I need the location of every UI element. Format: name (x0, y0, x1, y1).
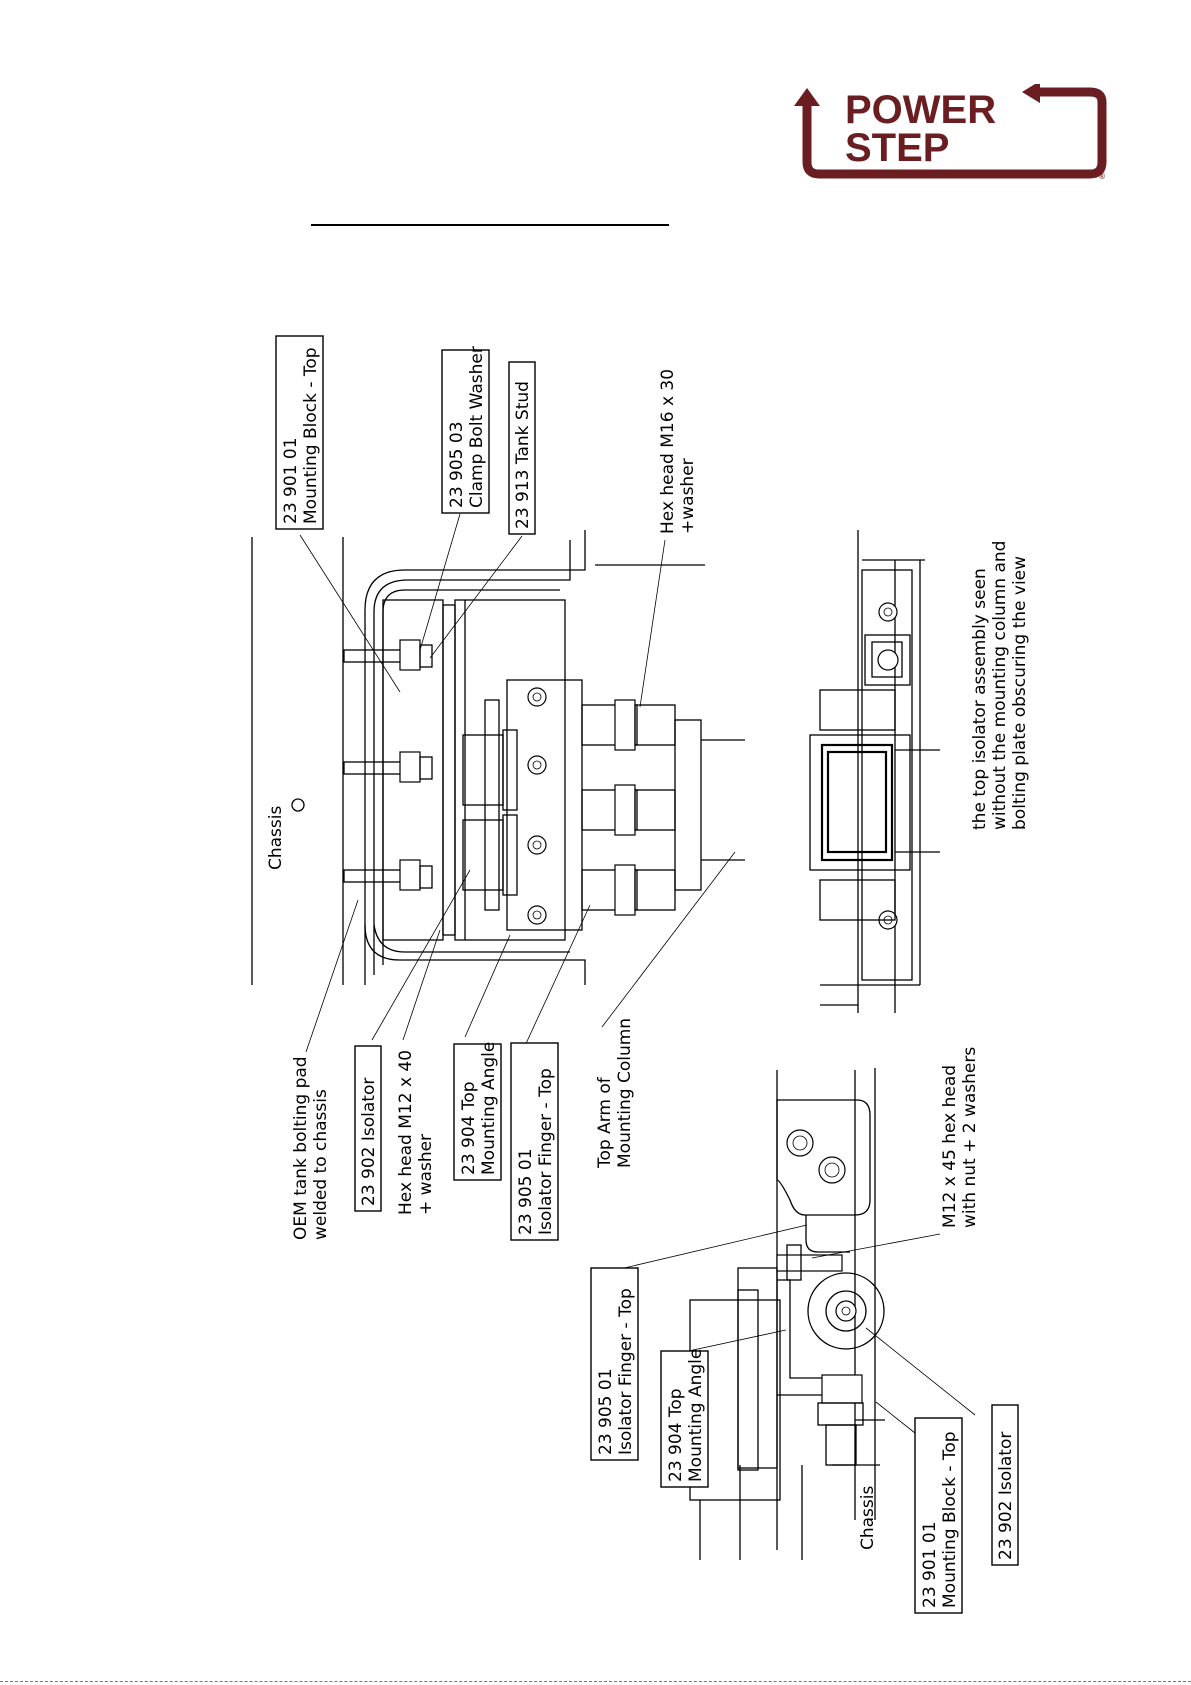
logo-registered-mark: ® (1098, 172, 1106, 181)
chassis-label: Chassis (266, 806, 286, 870)
svg-text:23 904 Top: 23 904 Top (666, 1388, 686, 1482)
tank-studs (343, 639, 433, 891)
label-tank-stud: 23 913 Tank Stud (508, 361, 536, 535)
svg-text:Mounting Block - Top: Mounting Block - Top (940, 1431, 960, 1608)
label-isolator: 23 902 Isolator (354, 1045, 382, 1212)
svg-text:OEM tank bolting pad: OEM tank bolting pad (291, 1056, 311, 1240)
logo-word-power: POWER (845, 88, 997, 132)
detail-chassis-label: Chassis (858, 1486, 878, 1550)
label-detail-mounting-angle: 23 904 Top Mounting Angle (660, 1349, 709, 1488)
label-detail-mounting-block: 23 901 01 Mounting Block - Top (914, 1417, 963, 1614)
label-mounting-angle: 23 904 Top Mounting Angle (453, 1042, 502, 1181)
svg-text:Hex head M16 x 30: Hex head M16 x 30 (658, 369, 678, 534)
svg-text:the top isolator assembly seen: the top isolator assembly seen (970, 568, 990, 830)
label-isolator-finger: 23 905 01 Isolator Finger - Top (510, 1042, 559, 1241)
svg-text:Mounting Block - Top: Mounting Block - Top (301, 347, 321, 524)
svg-text:with nut + 2 washers: with nut + 2 washers (960, 1047, 980, 1228)
svg-text:+ washer: + washer (416, 1134, 436, 1215)
svg-text:without the mounting column an: without the mounting column and (990, 541, 1010, 830)
label-mounting-block-top: 23 901 01 Mounting Block - Top (275, 335, 324, 530)
end-view-note: the top isolator assembly seen without t… (970, 541, 1030, 830)
svg-text:Top Arm of: Top Arm of (595, 1076, 615, 1169)
svg-text:23 905 01: 23 905 01 (596, 1368, 616, 1455)
label-hex-head-m12: Hex head M12 x 40 + washer (396, 1050, 436, 1215)
label-detail-isolator: 23 902 Isolator (991, 1404, 1019, 1566)
svg-text:23 905 01: 23 905 01 (516, 1148, 536, 1235)
isolators (462, 699, 518, 911)
svg-text:Hex head M12 x 40: Hex head M12 x 40 (396, 1050, 416, 1215)
svg-text:23 913 Tank Stud: 23 913 Tank Stud (513, 381, 533, 529)
label-detail-isolator-finger: 23 905 01 Isolator Finger - Top (590, 1267, 639, 1461)
page-bottom-rule (0, 1681, 1191, 1682)
m16-bolts (614, 699, 676, 916)
svg-text:23 902 Isolator: 23 902 Isolator (359, 1078, 379, 1206)
svg-text:23 904 Top: 23 904 Top (459, 1081, 479, 1175)
svg-text:23 902 Isolator: 23 902 Isolator (996, 1432, 1016, 1560)
svg-text:bolting plate obscuring the vi: bolting plate obscuring the view (1010, 556, 1030, 830)
svg-text:+washer: +washer (678, 458, 698, 534)
svg-text:Mounting Angle: Mounting Angle (479, 1042, 499, 1175)
label-clamp-bolt-washer: 23 905 03 Clamp Bolt Washer (441, 346, 490, 514)
svg-text:welded to chassis: welded to chassis (311, 1089, 331, 1240)
end-view: the top isolator assembly seen without t… (809, 530, 1030, 1013)
svg-text:M12 x 45 hex head: M12 x 45 hex head (940, 1065, 960, 1228)
power-step-logo: POWER STEP ® (790, 84, 1110, 184)
logo-word-step: STEP (845, 126, 950, 170)
svg-text:Isolator Finger - Top: Isolator Finger - Top (616, 1288, 636, 1455)
detail-side-view: Chassis M12 x 45 hex head with nut + 2 w… (590, 1047, 1019, 1614)
svg-text:Clamp Bolt Washer: Clamp Bolt Washer (467, 346, 487, 508)
svg-text:23 901 01: 23 901 01 (920, 1521, 940, 1608)
label-hex-head-m16: Hex head M16 x 30 +washer (658, 369, 698, 534)
title-underline (311, 224, 669, 226)
svg-text:23 901 01: 23 901 01 (281, 437, 301, 524)
svg-text:Mounting Column: Mounting Column (615, 1018, 635, 1168)
svg-text:23 905 03: 23 905 03 (447, 421, 467, 508)
logo-arrow-frame-icon (794, 84, 1107, 179)
label-top-arm: Top Arm of Mounting Column (595, 1018, 635, 1169)
svg-text:Isolator Finger - Top: Isolator Finger - Top (536, 1068, 556, 1235)
label-oem-bolting-pad: OEM tank bolting pad welded to chassis (291, 1056, 331, 1240)
main-assembly-view: Chassis 23 901 01 Mounting Block - Top 2… (251, 335, 745, 1241)
label-m12-bolt: M12 x 45 hex head with nut + 2 washers (940, 1047, 980, 1228)
svg-text:Mounting Angle: Mounting Angle (686, 1349, 706, 1482)
